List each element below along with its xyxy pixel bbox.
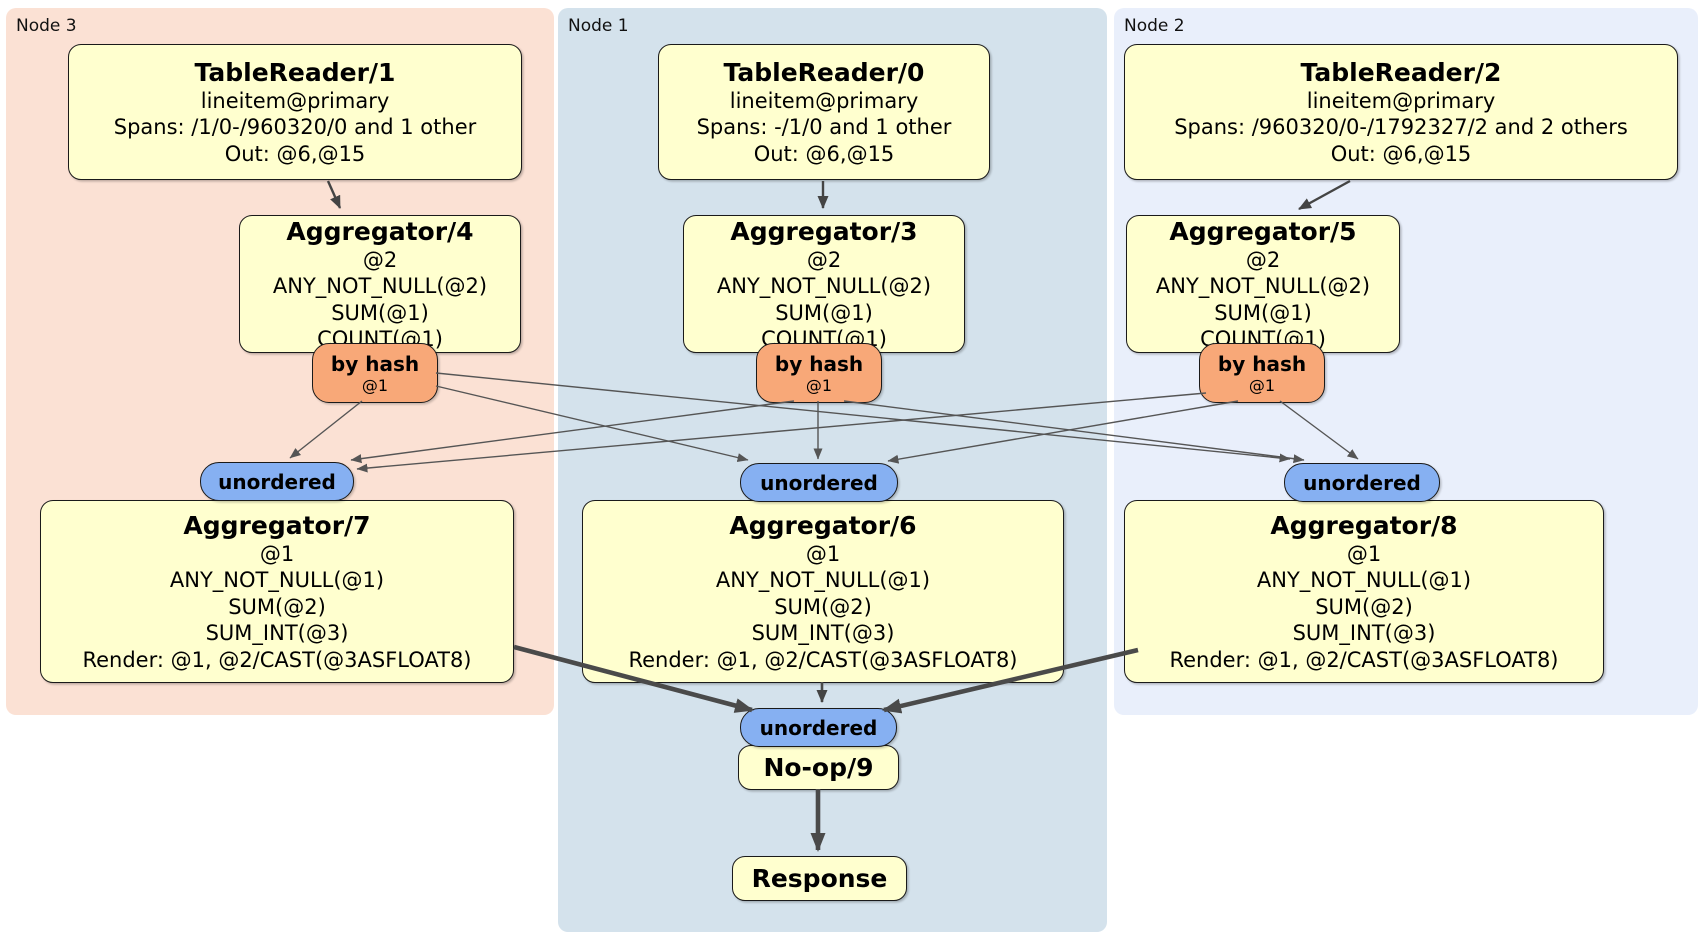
region-label-node2: Node 2 [1124, 16, 1185, 36]
processor-line: ANY_NOT_NULL(@2) [716, 274, 932, 298]
router-by-hash-node2: by hash @1 [1199, 343, 1325, 403]
processor-tablereader-2: TableReader/2 lineitem@primary Spans: /9… [1124, 44, 1678, 180]
processor-line: lineitem@primary [200, 88, 390, 113]
processor-line: SUM_INT(@3) [1292, 621, 1436, 646]
processor-line: ANY_NOT_NULL(@1) [169, 568, 385, 593]
processor-title: Aggregator/4 [286, 216, 474, 246]
processor-line: SUM_INT(@3) [751, 621, 895, 646]
processor-line: Out: @6,@15 [753, 141, 895, 166]
processor-line: @2 [1245, 247, 1281, 272]
processor-line: lineitem@primary [729, 88, 919, 113]
sync-unordered-final: unordered [740, 708, 897, 747]
router-by-hash-node1: by hash @1 [756, 343, 882, 403]
processor-title: Aggregator/3 [730, 216, 918, 246]
processor-title: Response [751, 864, 888, 893]
processor-line: Render: @1, @2/CAST(@3ASFLOAT8) [82, 647, 472, 672]
processor-response: Response [732, 856, 907, 901]
processor-aggregator-5: Aggregator/5 @2 ANY_NOT_NULL(@2) SUM(@1)… [1126, 215, 1400, 353]
processor-title: Aggregator/8 [1270, 510, 1458, 540]
region-label-node1: Node 1 [568, 16, 629, 36]
processor-line: Out: @6,@15 [224, 141, 366, 166]
processor-line: @1 [1346, 541, 1382, 566]
processor-aggregator-7: Aggregator/7 @1 ANY_NOT_NULL(@1) SUM(@2)… [40, 500, 514, 683]
router-label: by hash [330, 351, 420, 376]
processor-title: No-op/9 [763, 753, 874, 782]
processor-line: @1 [805, 541, 841, 566]
processor-aggregator-4: Aggregator/4 @2 ANY_NOT_NULL(@2) SUM(@1)… [239, 215, 521, 353]
router-detail: @1 [1248, 375, 1276, 395]
processor-line: @2 [362, 247, 398, 272]
processor-line: SUM(@1) [775, 300, 873, 325]
processor-aggregator-6: Aggregator/6 @1 ANY_NOT_NULL(@1) SUM(@2)… [582, 500, 1064, 683]
processor-title: Aggregator/6 [729, 510, 917, 540]
processor-line: SUM(@2) [774, 594, 872, 619]
processor-aggregator-3: Aggregator/3 @2 ANY_NOT_NULL(@2) SUM(@1)… [683, 215, 965, 353]
processor-line: SUM(@2) [228, 594, 326, 619]
processor-line: SUM(@1) [331, 300, 429, 325]
processor-line: lineitem@primary [1306, 88, 1496, 113]
region-label-node3: Node 3 [16, 16, 77, 36]
processor-line: SUM(@2) [1315, 594, 1413, 619]
sync-unordered-node2: unordered [1284, 463, 1440, 502]
processor-title: TableReader/1 [194, 57, 396, 87]
processor-aggregator-8: Aggregator/8 @1 ANY_NOT_NULL(@1) SUM(@2)… [1124, 500, 1604, 683]
processor-line: ANY_NOT_NULL(@2) [272, 274, 488, 298]
processor-line: SUM_INT(@3) [205, 621, 349, 646]
processor-line: Out: @6,@15 [1330, 141, 1472, 166]
processor-noop-9: No-op/9 [738, 745, 899, 790]
processor-line: ANY_NOT_NULL(@1) [715, 568, 931, 593]
router-detail: @1 [361, 375, 389, 395]
processor-line: ANY_NOT_NULL(@1) [1256, 568, 1472, 593]
processor-title: TableReader/2 [1300, 57, 1502, 87]
processor-line: @1 [259, 541, 295, 566]
processor-line: Render: @1, @2/CAST(@3ASFLOAT8) [628, 647, 1018, 672]
router-label: by hash [1217, 351, 1307, 376]
router-detail: @1 [805, 375, 833, 395]
router-label: by hash [774, 351, 864, 376]
processor-tablereader-0: TableReader/0 lineitem@primary Spans: -/… [658, 44, 990, 180]
processor-line: SUM(@1) [1214, 300, 1312, 325]
processor-line: ANY_NOT_NULL(@2) [1155, 274, 1371, 298]
processor-line: @2 [806, 247, 842, 272]
processor-title: Aggregator/7 [183, 510, 371, 540]
processor-line: Render: @1, @2/CAST(@3ASFLOAT8) [1169, 647, 1559, 672]
processor-title: TableReader/0 [723, 57, 925, 87]
processor-tablereader-1: TableReader/1 lineitem@primary Spans: /1… [68, 44, 522, 180]
sync-unordered-node3: unordered [200, 462, 354, 501]
processor-line: Spans: /1/0-/960320/0 and 1 other [113, 115, 477, 140]
processor-title: Aggregator/5 [1169, 216, 1357, 246]
sync-unordered-node1: unordered [740, 463, 898, 502]
router-by-hash-node3: by hash @1 [312, 343, 438, 403]
processor-line: Spans: /960320/0-/1792327/2 and 2 others [1174, 115, 1628, 140]
processor-line: Spans: -/1/0 and 1 other [696, 115, 952, 140]
